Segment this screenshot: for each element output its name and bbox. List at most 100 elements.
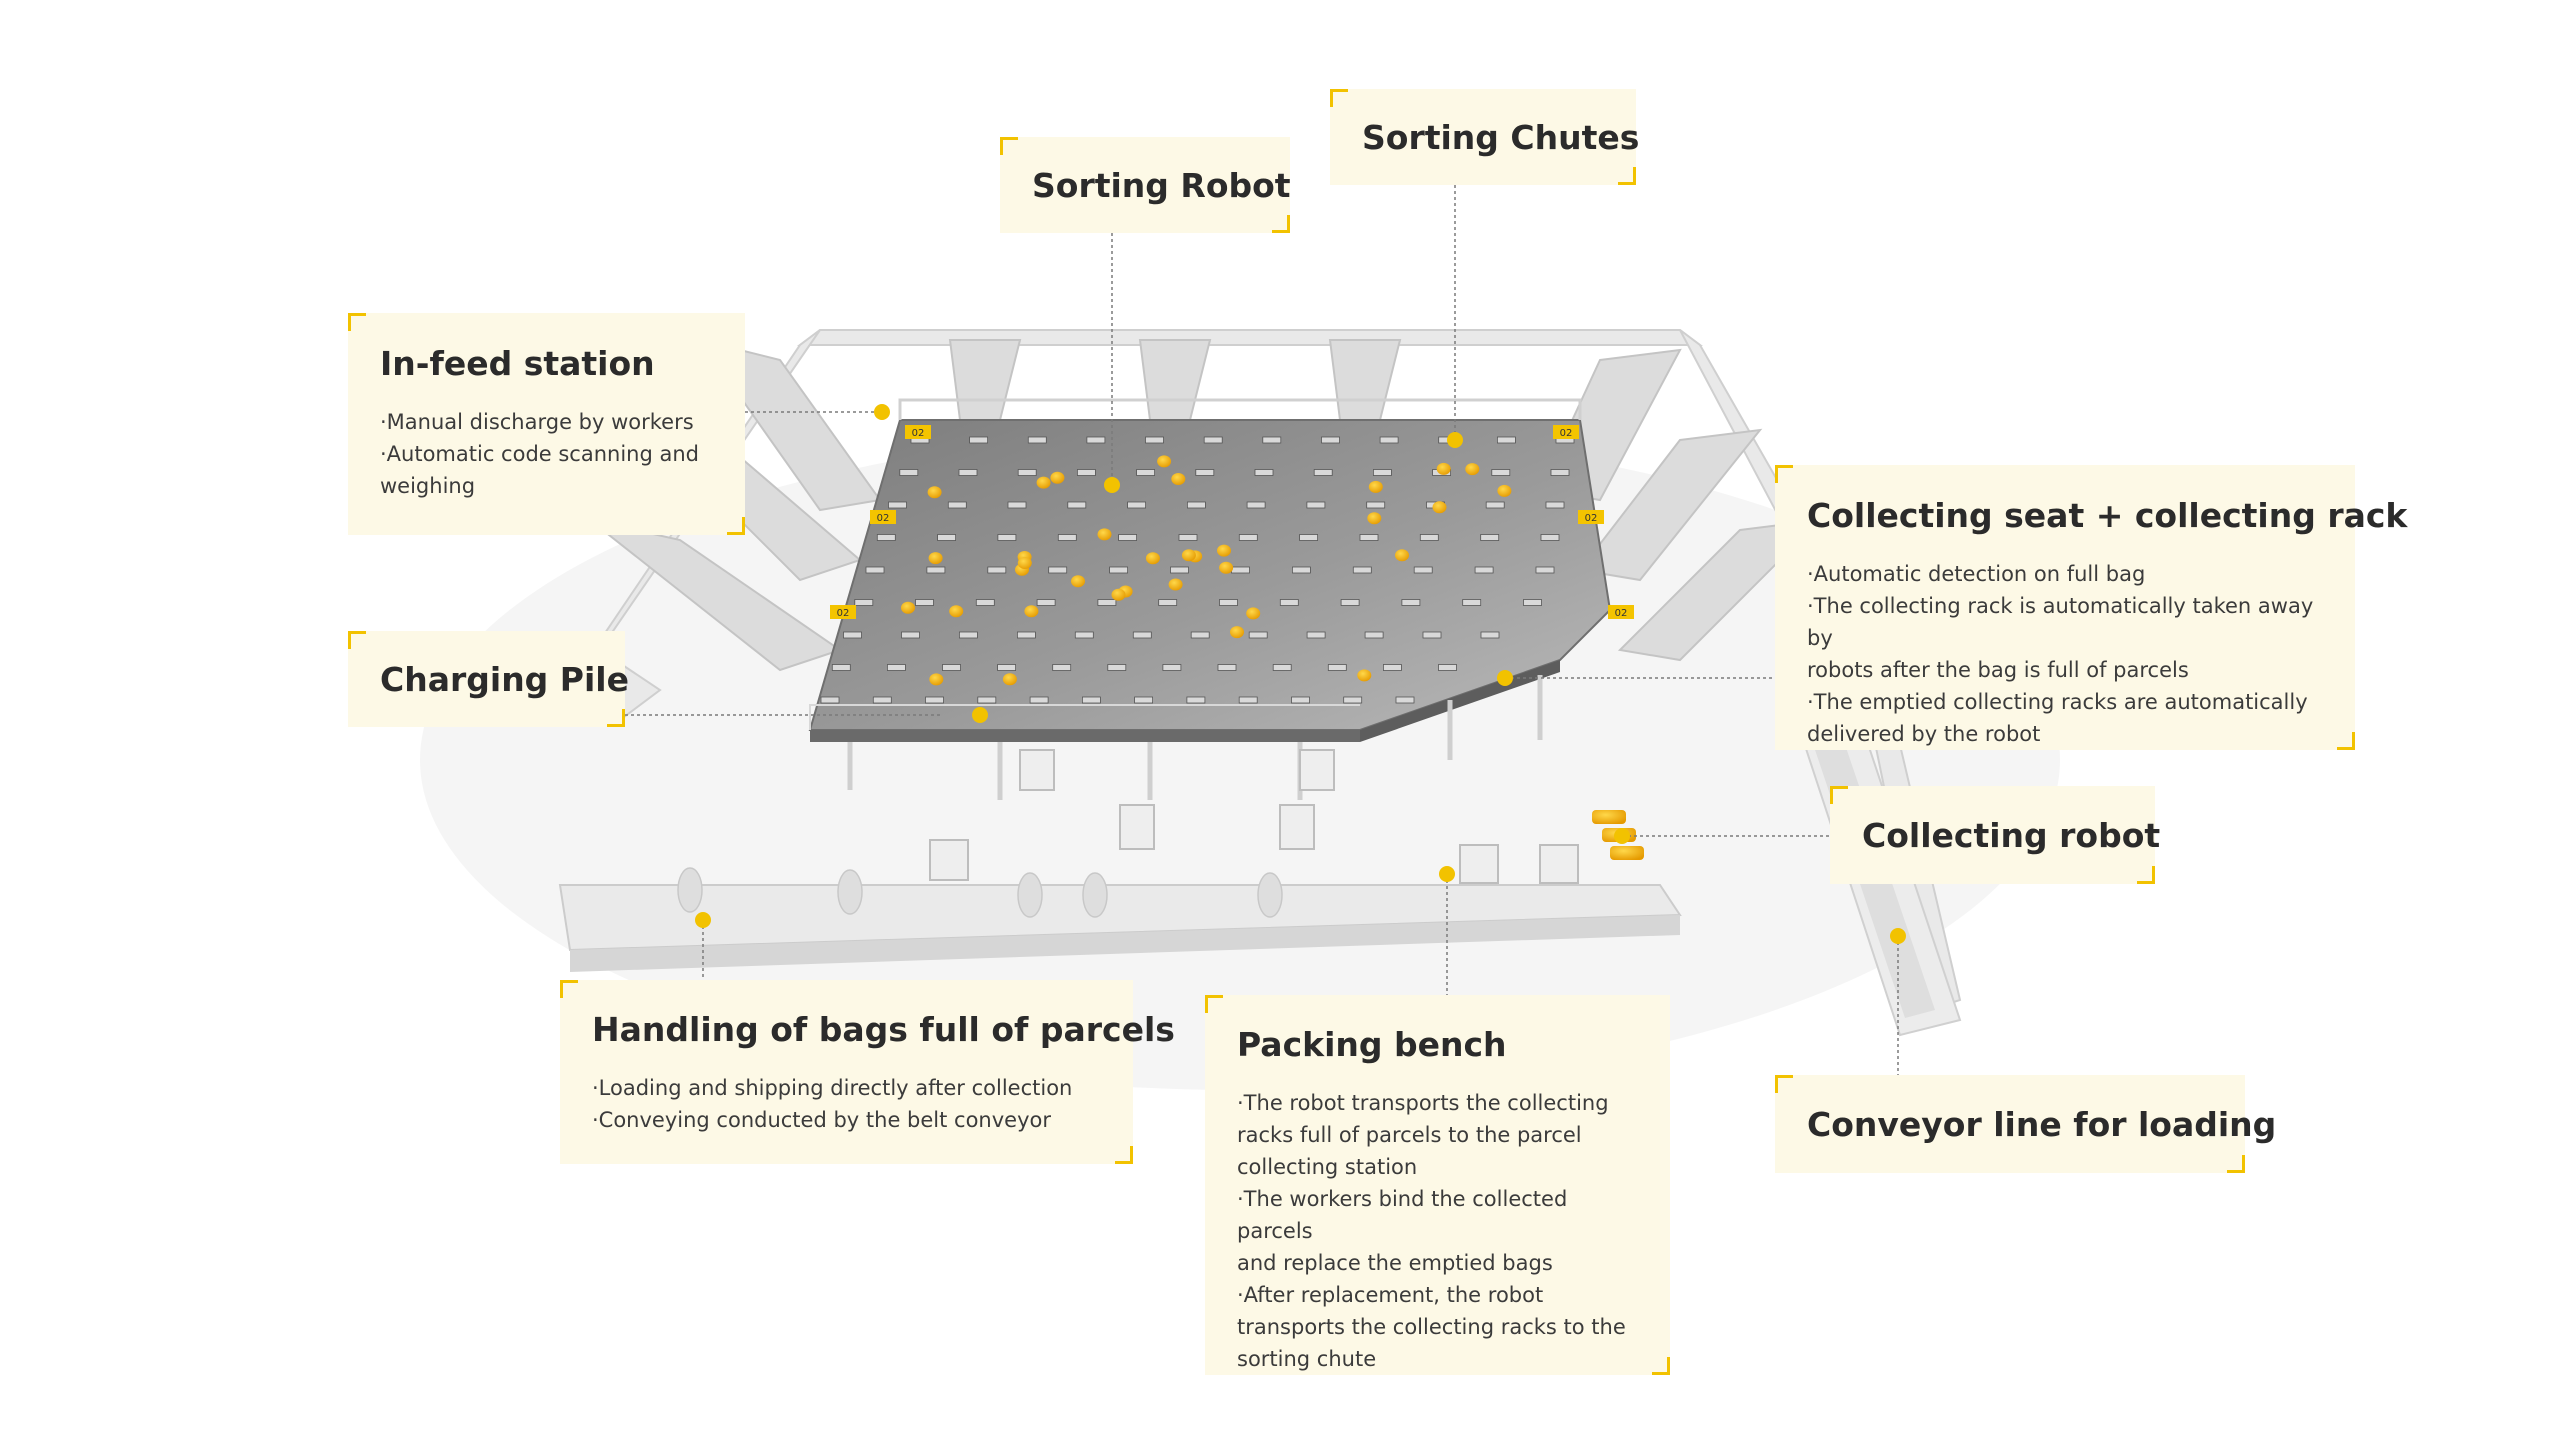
callout-dot-infeed	[874, 404, 890, 420]
drop-slot	[1462, 599, 1482, 606]
corner-mark	[1775, 1075, 1793, 1093]
collecting-rack	[929, 839, 969, 881]
drop-slot	[1383, 664, 1402, 671]
belt-conveyor	[558, 867, 1682, 972]
drop-slot	[854, 599, 874, 606]
drop-slot	[1017, 631, 1036, 639]
corner-mark	[1330, 89, 1348, 107]
chute-tag: 02	[1615, 608, 1628, 619]
drop-slot	[958, 469, 978, 476]
sorting-robot	[949, 605, 964, 618]
drop-slot	[1170, 566, 1189, 574]
drop-slot	[1291, 696, 1310, 704]
sorting-robot	[1171, 473, 1186, 485]
sorting-robot	[1217, 544, 1231, 557]
description-line: and replace the emptied bags	[1237, 1251, 1553, 1275]
description-line: ·The collecting rack is automatically ta…	[1807, 594, 2314, 650]
callout-dot-collecting-seat	[1497, 670, 1513, 686]
drop-slot	[1272, 664, 1292, 671]
drop-slot	[1413, 566, 1433, 574]
drop-slot	[1340, 599, 1360, 606]
corner-mark	[1775, 465, 1793, 483]
drop-slot	[1217, 664, 1237, 671]
drop-slot	[1364, 631, 1384, 639]
corner-mark	[2137, 866, 2155, 884]
corner-mark	[2337, 732, 2355, 750]
sorting-robot	[1357, 669, 1372, 682]
collecting-rack	[1119, 804, 1155, 850]
description-line: racks full of parcels to the parcel	[1237, 1123, 1582, 1147]
drop-slot	[937, 534, 956, 541]
collecting-robot-label: Collecting robot	[1830, 786, 2160, 884]
packing-bench-label: Packing bench ·The robot transports the …	[1205, 995, 1670, 1375]
drop-slot	[1366, 501, 1386, 509]
corner-mark	[1830, 786, 1848, 804]
drop-slot	[925, 696, 944, 704]
drop-slot	[901, 631, 920, 639]
drop-slot	[1535, 566, 1555, 574]
drop-slot	[1145, 436, 1164, 444]
corner-mark	[727, 517, 745, 535]
drop-slot	[987, 566, 1007, 574]
drop-slot	[959, 631, 978, 639]
corner-mark	[560, 980, 578, 998]
sorting-robot	[1246, 607, 1261, 620]
drop-slot	[1158, 599, 1178, 606]
drop-slot	[1097, 599, 1117, 606]
description-line: ·The robot transports the collecting	[1237, 1091, 1609, 1115]
drop-slot	[1074, 631, 1094, 639]
sorting-robot	[1367, 512, 1382, 525]
corner-mark	[1652, 1357, 1670, 1375]
collecting-rack	[1299, 749, 1335, 791]
collecting-rack	[1539, 844, 1579, 884]
sorting-robot	[1219, 561, 1234, 574]
drop-slot	[1077, 469, 1096, 476]
drop-slot	[843, 631, 862, 639]
description-line: ·Conveying conducted by the belt conveyo…	[592, 1108, 1051, 1132]
infeed-station-label: In-feed station ·Manual discharge by wor…	[348, 313, 745, 535]
drop-slot	[1262, 436, 1282, 444]
corner-mark	[1115, 1146, 1133, 1164]
chute-tag: 02	[877, 513, 890, 524]
drop-slot	[1306, 501, 1326, 509]
drop-slot	[1136, 469, 1155, 476]
drop-slot	[1238, 534, 1258, 541]
chute-tag-plate	[905, 425, 931, 439]
drop-slot	[997, 664, 1016, 671]
description-line: ·After replacement, the robot	[1237, 1283, 1544, 1307]
description-line: robots after the bag is full of parcels	[1807, 658, 2189, 682]
drop-slot	[1306, 631, 1326, 639]
sorting-robot	[927, 486, 942, 499]
description-line: transports the collecting racks to the	[1237, 1315, 1626, 1339]
drop-slot	[1292, 566, 1311, 574]
label-title: Collecting seat + collecting rack	[1807, 496, 2408, 535]
corner-mark	[2227, 1155, 2245, 1173]
sorting-robot	[1436, 462, 1451, 475]
sorting-chutes-label: Sorting Chutes	[1330, 89, 1639, 185]
drop-slot	[997, 534, 1017, 541]
drop-slot	[1082, 696, 1101, 704]
corner-mark	[1205, 995, 1223, 1013]
collecting-rack	[1459, 844, 1499, 884]
drop-slot	[977, 696, 997, 704]
collecting-racks	[929, 749, 1579, 884]
drop-slot	[887, 664, 906, 671]
drop-slot	[899, 469, 919, 476]
drop-slot	[1238, 696, 1258, 704]
drop-slot	[1248, 631, 1268, 639]
drop-slot	[1419, 534, 1439, 541]
collecting-rack	[1279, 804, 1315, 850]
chute-tag: 02	[912, 428, 925, 439]
drop-slot	[1491, 469, 1511, 476]
drop-slot	[1118, 534, 1137, 541]
chute-tag-plate	[1608, 605, 1634, 619]
label-description: ·Loading and shipping directly after col…	[592, 1072, 1101, 1136]
callout-dot-charging-pile	[972, 707, 988, 723]
sorting-robots	[901, 455, 1512, 686]
drop-slot	[888, 501, 907, 509]
drop-slot	[1373, 469, 1392, 476]
callout-dot-conveyor	[1890, 928, 1906, 944]
drop-slot	[1422, 631, 1442, 639]
description-line: ·Automatic code scanning and	[380, 442, 699, 466]
description-line: weighing	[380, 474, 476, 498]
